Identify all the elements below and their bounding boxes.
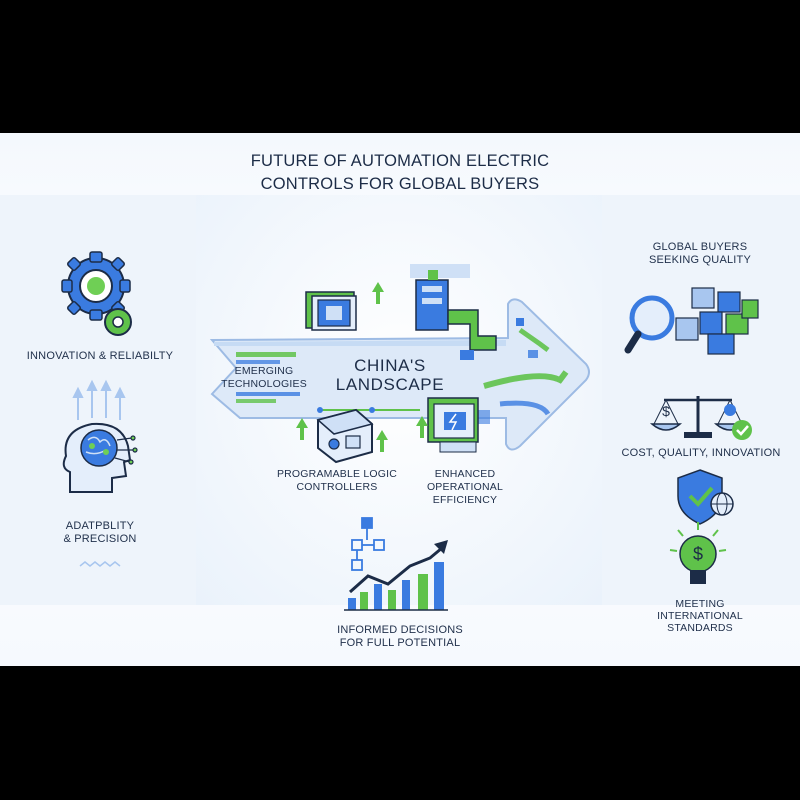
brain-head-icon bbox=[62, 379, 138, 493]
emerging-tech-label: EMERGING TECHNOLOGIES bbox=[212, 365, 316, 391]
shield-globe-icon bbox=[677, 469, 734, 525]
svg-text:$: $ bbox=[662, 403, 670, 419]
efficiency-line-1: ENHANCED OPERATIONAL bbox=[426, 468, 504, 493]
cost-quality-label: COST, QUALITY, INNOVATION bbox=[621, 447, 781, 459]
adaptability-line-1: ADATPBLITY bbox=[65, 520, 135, 532]
wave-decoration bbox=[79, 561, 121, 567]
adaptability-label: ADATPBLITY & PRECISION bbox=[10, 520, 190, 546]
svg-text:$: $ bbox=[693, 544, 703, 564]
plc-line-2: CONTROLLERS bbox=[296, 481, 378, 493]
machine-icon bbox=[410, 264, 497, 360]
title-line-2: CONTROLS FOR GLOBAL BUYERS bbox=[260, 175, 540, 193]
monitor-icon bbox=[427, 397, 479, 453]
lightbulb-icon: $ bbox=[669, 522, 727, 584]
global-buyers-label: GLOBAL BUYERS SEEKING QUALITY bbox=[610, 241, 790, 267]
informed-decisions-label: INFORMED DECISIONS FOR FULL POTENTIAL bbox=[320, 624, 480, 650]
landscape-arrow bbox=[209, 298, 590, 451]
buyers-line-2: SEEKING QUALITY bbox=[648, 254, 752, 266]
buyers-line-1: GLOBAL BUYERS bbox=[652, 241, 748, 253]
informed-line-1: INFORMED DECISIONS bbox=[337, 624, 463, 636]
standards-line-3: STANDARDS bbox=[667, 622, 733, 634]
plc-block-icon bbox=[316, 408, 374, 464]
efficiency-label: ENHANCED OPERATIONAL EFFICIENCY bbox=[398, 468, 532, 507]
magnifier-cubes-icon bbox=[624, 287, 759, 355]
chip-icon bbox=[305, 291, 357, 331]
innovation-label: INNOVATION & RELIABILTY bbox=[26, 350, 174, 362]
standards-label: MEETING INTERNATIONAL STANDARDS bbox=[610, 598, 790, 634]
plc-line-1: PROGRAMABLE LOGIC bbox=[276, 468, 398, 480]
landscape-line-2: LANDSCAPE bbox=[335, 375, 445, 394]
emerging-line-1: EMERGING bbox=[234, 365, 294, 377]
landscape-line-1: CHINA'S bbox=[354, 356, 426, 375]
growth-chart-icon bbox=[344, 540, 448, 611]
standards-line-2: INTERNATIONAL bbox=[657, 610, 743, 622]
flowchart-icon bbox=[351, 517, 385, 571]
adaptability-line-2: & PRECISION bbox=[63, 533, 137, 545]
landscape-label: CHINA'S LANDSCAPE bbox=[330, 356, 450, 394]
gears-icon bbox=[61, 251, 132, 336]
page-title: FUTURE OF AUTOMATION ELECTRIC CONTROLS F… bbox=[150, 150, 650, 196]
emerging-line-2: TECHNOLOGIES bbox=[221, 378, 307, 390]
up-arrow-icon bbox=[372, 282, 384, 304]
informed-line-2: FOR FULL POTENTIAL bbox=[339, 637, 461, 649]
up-arrow-icon bbox=[416, 416, 428, 438]
balance-scale-icon: $ bbox=[649, 396, 752, 440]
title-line-1: FUTURE OF AUTOMATION ELECTRIC bbox=[250, 152, 550, 170]
standards-line-1: MEETING bbox=[675, 598, 725, 610]
up-arrow-icon bbox=[296, 418, 308, 440]
plc-label: PROGRAMABLE LOGIC CONTROLLERS bbox=[272, 468, 402, 494]
up-arrow-icon bbox=[376, 430, 388, 452]
efficiency-line-2: EFFICIENCY bbox=[432, 494, 498, 506]
